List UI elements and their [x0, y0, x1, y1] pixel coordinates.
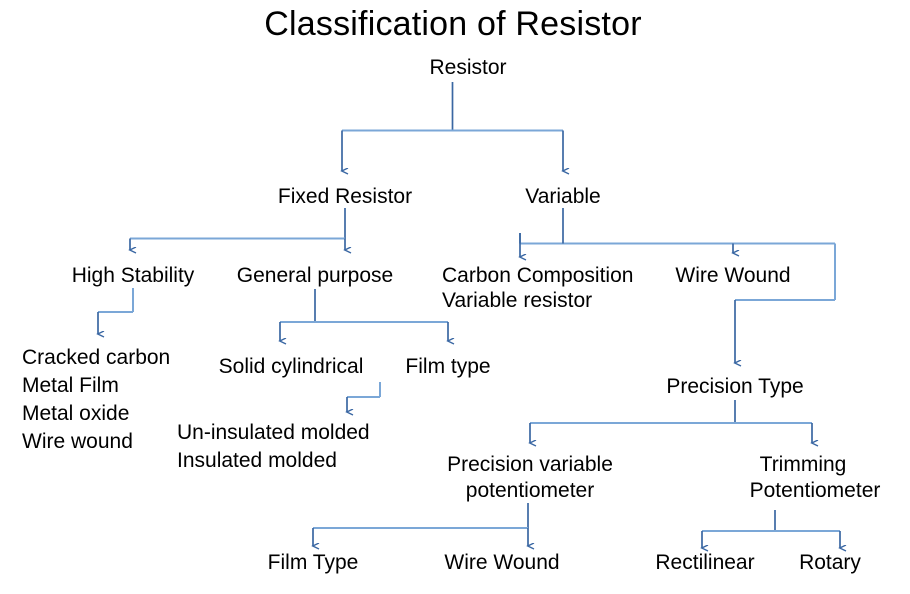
node-rectilinear: Rectilinear — [655, 551, 755, 574]
leaf-wire-wound: Wire wound — [22, 430, 133, 453]
connector-trimming-to-children — [702, 510, 840, 548]
node-trimming-line2: Potentiometer — [749, 479, 881, 502]
node-wire-wound-bottom: Wire Wound — [444, 551, 560, 574]
connector-precision-type-to-children — [530, 400, 812, 443]
leaf-metal-film: Metal Film — [22, 374, 119, 397]
node-fixed-resistor: Fixed Resistor — [277, 185, 413, 208]
node-carbon-composition-line2: Variable resistor — [442, 289, 593, 312]
connector-high-stability-to-list — [98, 288, 134, 334]
node-film-type-bottom: Film Type — [267, 551, 359, 574]
page-title: Classification of Resistor — [264, 5, 642, 43]
node-rotary: Rotary — [799, 551, 861, 574]
node-resistor: Resistor — [429, 56, 507, 79]
node-general-purpose: General purpose — [236, 264, 394, 287]
connector-root-to-level1 — [342, 82, 563, 171]
node-trimming-line1: Trimming — [759, 453, 847, 476]
connector-solid-cylindrical-to-molded — [347, 382, 381, 412]
node-wire-wound: Wire Wound — [675, 264, 791, 287]
node-precision-variable-line1: Precision variable — [447, 453, 613, 476]
connector-general-purpose-to-children — [280, 289, 448, 341]
node-precision-variable-line2: potentiometer — [465, 479, 595, 502]
node-high-stability: High Stability — [71, 264, 195, 287]
leaf-un-insulated-molded: Un-insulated molded — [177, 421, 370, 444]
node-carbon-composition-line1: Carbon Composition — [442, 264, 634, 287]
node-solid-cylindrical: Solid cylindrical — [218, 355, 364, 378]
node-precision-type: Precision Type — [666, 375, 804, 398]
connector-fixed-to-children — [130, 208, 345, 250]
leaf-metal-oxide: Metal oxide — [22, 402, 130, 425]
node-variable: Variable — [525, 185, 601, 208]
leaf-insulated-molded: Insulated molded — [177, 449, 337, 472]
connector-precision-variable-to-children — [313, 503, 528, 546]
leaf-cracked-carbon: Cracked carbon — [22, 346, 171, 369]
node-film-type: Film type — [405, 355, 491, 378]
